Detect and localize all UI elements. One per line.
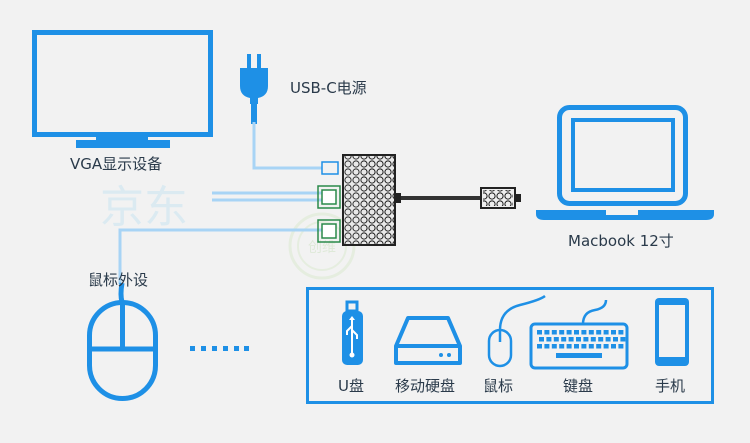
phone-label: 手机 bbox=[655, 377, 686, 395]
keyboard-key bbox=[588, 330, 594, 335]
usb-drive-label: U盘 bbox=[338, 377, 364, 395]
svg-text:京东: 京东 bbox=[100, 182, 188, 233]
hub-ports bbox=[317, 161, 341, 243]
keyboard-key bbox=[590, 337, 596, 342]
keyboard-key bbox=[559, 330, 565, 335]
mouse-icon bbox=[487, 294, 546, 368]
keyboard-key bbox=[576, 337, 581, 342]
keyboard-key bbox=[574, 330, 579, 335]
mouse-peripheral-icon bbox=[87, 282, 158, 401]
cables bbox=[118, 122, 322, 284]
keyboard-key bbox=[596, 344, 602, 349]
keyboard-key bbox=[581, 344, 587, 349]
usb-drive-icon bbox=[342, 300, 363, 365]
keyboard-key bbox=[551, 344, 557, 349]
keyboard-key bbox=[583, 337, 589, 342]
keyboard-label: 键盘 bbox=[563, 377, 594, 395]
devices-box bbox=[306, 287, 714, 404]
keyboard-icon bbox=[529, 299, 629, 370]
mouse-peripheral-label: 鼠标外设 bbox=[88, 271, 149, 289]
keyboard-key bbox=[596, 330, 602, 335]
keyboard-key bbox=[561, 337, 567, 342]
hard-drive-label: 移动硬盘 bbox=[395, 377, 456, 395]
keyboard-key bbox=[544, 344, 550, 349]
keyboard-key bbox=[603, 344, 609, 349]
keyboard-key bbox=[611, 344, 616, 349]
keyboard-key bbox=[537, 330, 542, 335]
laptop-label: Macbook 12寸 bbox=[568, 232, 674, 250]
keyboard-key bbox=[618, 344, 624, 349]
power-cable bbox=[252, 122, 322, 170]
mouse-cable bbox=[118, 228, 322, 284]
keyboard-key bbox=[559, 344, 565, 349]
power-label: USB-C电源 bbox=[290, 79, 367, 97]
keyboard-key bbox=[566, 344, 572, 349]
phone-icon bbox=[655, 298, 689, 366]
keyboard-key bbox=[613, 337, 618, 342]
keyboard-key bbox=[544, 330, 550, 335]
keyboard-key bbox=[568, 337, 574, 342]
keyboard-spacebar bbox=[556, 353, 602, 358]
mouse-label: 鼠标 bbox=[483, 377, 514, 395]
keyboard-key bbox=[620, 337, 626, 342]
keyboard-key bbox=[603, 330, 609, 335]
keyboard-key bbox=[581, 330, 587, 335]
keyboard-key bbox=[566, 330, 572, 335]
keyboard-key bbox=[618, 330, 624, 335]
hard-drive-icon bbox=[394, 316, 462, 365]
keyboard-key bbox=[605, 337, 611, 342]
keyboard-key bbox=[546, 337, 552, 342]
power-plug-icon bbox=[240, 54, 268, 124]
monitor-icon bbox=[32, 30, 213, 148]
keyboard-key bbox=[537, 344, 542, 349]
keyboard-key bbox=[551, 330, 557, 335]
keyboard-key bbox=[539, 337, 544, 342]
keyboard-key bbox=[611, 330, 616, 335]
keyboard-key bbox=[598, 337, 604, 342]
ellipsis bbox=[190, 346, 249, 351]
usb-c-hub bbox=[342, 154, 401, 246]
watermark: 京东 创维 bbox=[100, 182, 356, 280]
hub-cable bbox=[401, 187, 521, 209]
laptop-icon bbox=[536, 105, 714, 220]
keyboard-key bbox=[588, 344, 594, 349]
keyboard-key bbox=[553, 337, 559, 342]
keyboard-key bbox=[574, 344, 579, 349]
svg-text:创维: 创维 bbox=[308, 240, 336, 256]
monitor-label: VGA显示设备 bbox=[70, 155, 163, 173]
